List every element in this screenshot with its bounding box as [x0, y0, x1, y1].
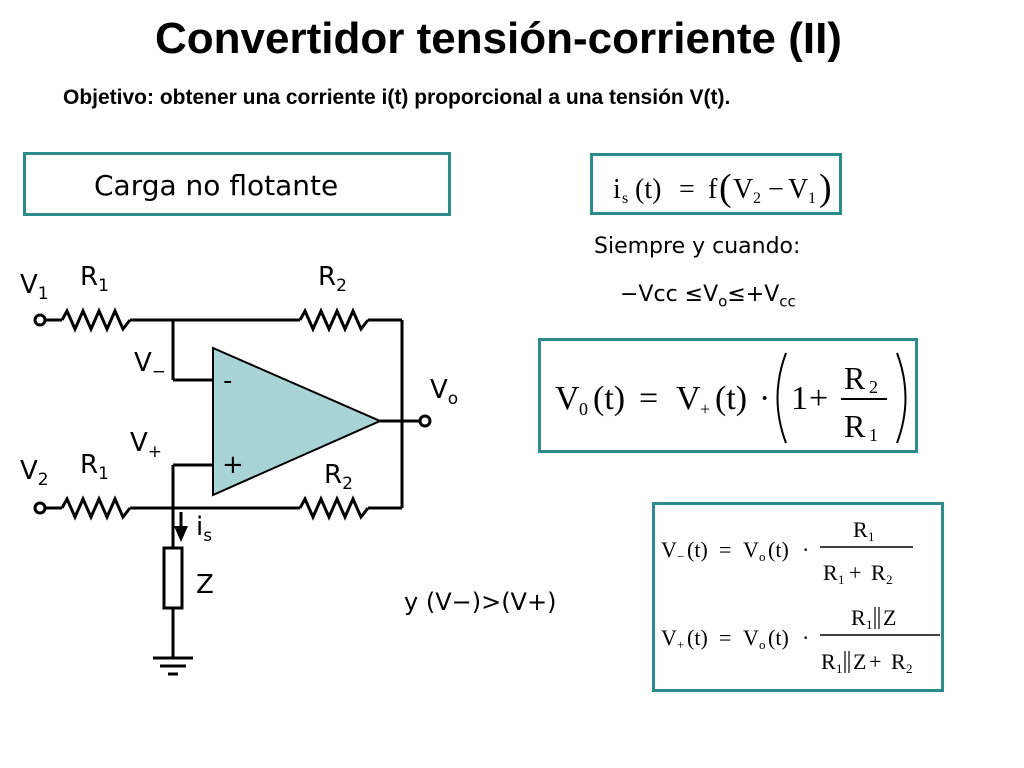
svg-text:+: + [849, 560, 861, 585]
svg-text:V: V [743, 537, 759, 562]
svg-text:=: = [639, 380, 658, 417]
svg-text:2: 2 [906, 661, 913, 676]
svg-text:1: 1 [791, 380, 808, 417]
page-title: Convertidor tensión-corriente (II) [155, 14, 842, 63]
svg-text:−: − [768, 174, 784, 205]
equation-inputs: V − (t) = V o (t) · R 1 R 1 + R 2 V + (t… [661, 517, 940, 676]
svg-text:V: V [555, 380, 580, 417]
svg-text:R: R [891, 649, 906, 674]
v2-terminal [33, 501, 47, 515]
svg-text:2: 2 [886, 572, 893, 587]
svg-text:o: o [759, 637, 766, 652]
svg-text:V: V [743, 625, 759, 650]
svg-text:R: R [871, 560, 886, 585]
svg-text:=: = [719, 625, 731, 650]
condition-inequality: −Vcc ≤Vo≤+Vcc [620, 282, 796, 310]
svg-text:R: R [823, 560, 838, 585]
equation-output: V 0 (t) = V + (t) · 1 + R 2 R 1 [555, 352, 907, 445]
svg-text:1: 1 [866, 617, 873, 632]
svg-text:2: 2 [753, 190, 761, 207]
current-arrow [174, 526, 188, 542]
svg-text:s: s [622, 190, 628, 207]
svg-text:1: 1 [808, 190, 816, 207]
svg-text:+: + [677, 637, 684, 652]
condition-sub-cc: cc [779, 292, 796, 311]
polarity-note: y (V−)>(V+) [404, 588, 557, 616]
label-is: is [196, 512, 213, 547]
svg-text:V: V [733, 174, 753, 205]
label-r2-top: R2 [318, 262, 347, 297]
svg-text:1: 1 [838, 572, 845, 587]
svg-text:1: 1 [868, 529, 875, 544]
v1-terminal [33, 313, 47, 327]
svg-text:V: V [788, 174, 808, 205]
equation-output-box: V 0 (t) = V + (t) · 1 + R 2 R 1 [538, 338, 918, 453]
equation-inputs-box: V − (t) = V o (t) · R 1 R 1 + R 2 V + (t… [652, 502, 944, 692]
svg-text:(t): (t) [715, 380, 747, 417]
label-r1-top: R1 [80, 262, 109, 297]
condition-part-1: −Vcc ≤V [620, 282, 719, 307]
svg-text:−: − [677, 549, 684, 564]
condition-part-2: ≤+V [727, 282, 780, 307]
svg-text:+: + [809, 380, 828, 417]
svg-text:R: R [853, 517, 868, 542]
equation-current-box: i s (t) = f ( V 2 − V 1 ) [590, 153, 842, 215]
svg-text:(t): (t) [635, 174, 661, 205]
label-z: Z [196, 570, 214, 600]
label-vplus: V+ [130, 428, 163, 463]
svg-text:1: 1 [869, 425, 878, 445]
label-vminus: V− [134, 348, 167, 383]
equation-current: i s (t) = f ( V 2 − V 1 ) [613, 167, 832, 209]
load-type-label: Carga no flotante [94, 169, 339, 202]
condition-heading: Siempre y cuando: [594, 234, 801, 259]
svg-text:V: V [661, 625, 677, 650]
svg-text:Z: Z [853, 649, 866, 674]
svg-text:R: R [844, 360, 866, 396]
svg-text:1: 1 [836, 661, 843, 676]
svg-text:+: + [700, 399, 710, 419]
svg-text:(t): (t) [593, 380, 625, 417]
label-v1: V1 [20, 270, 49, 305]
label-vo: Vo [430, 375, 459, 410]
svg-text:2: 2 [869, 377, 878, 397]
svg-text:(t): (t) [687, 625, 708, 650]
svg-text:o: o [759, 549, 766, 564]
svg-text:(t): (t) [768, 625, 789, 650]
svg-text:+: + [869, 649, 881, 674]
resistor-r2-bottom [298, 495, 370, 521]
resistor-r1-bottom [60, 495, 132, 521]
label-r2-bottom: R2 [324, 460, 353, 495]
opamp-plus-sign: + [222, 450, 244, 480]
svg-text:(t): (t) [687, 537, 708, 562]
svg-text:R: R [844, 408, 866, 444]
svg-text:=: = [719, 537, 731, 562]
svg-text:R: R [851, 605, 866, 630]
svg-text:Z: Z [883, 605, 896, 630]
svg-text:(t): (t) [768, 537, 789, 562]
svg-text:f: f [708, 174, 718, 205]
svg-text:·: · [759, 380, 770, 417]
resistor-r2-top [298, 307, 370, 333]
svg-text:): ) [819, 167, 832, 209]
load-z [162, 546, 184, 610]
label-r1-bottom: R1 [80, 450, 109, 485]
svg-text:(: ( [719, 167, 732, 209]
svg-text:0: 0 [579, 399, 588, 419]
svg-text:R: R [821, 649, 836, 674]
page-subtitle: Objetivo: obtener una corriente i(t) pro… [63, 86, 731, 109]
condition-sub-o: o [718, 292, 728, 311]
label-v2: V2 [20, 456, 49, 491]
svg-text:i: i [613, 174, 621, 205]
svg-text:·: · [802, 625, 809, 650]
svg-text:·: · [802, 537, 809, 562]
vo-terminal [418, 414, 432, 428]
svg-text:V: V [676, 380, 701, 417]
svg-text:=: = [679, 174, 695, 205]
load-type-box: Carga no flotante [23, 152, 451, 216]
svg-text:V: V [661, 537, 677, 562]
opamp-minus-sign: - [223, 366, 233, 396]
resistor-r1-top [60, 307, 132, 333]
